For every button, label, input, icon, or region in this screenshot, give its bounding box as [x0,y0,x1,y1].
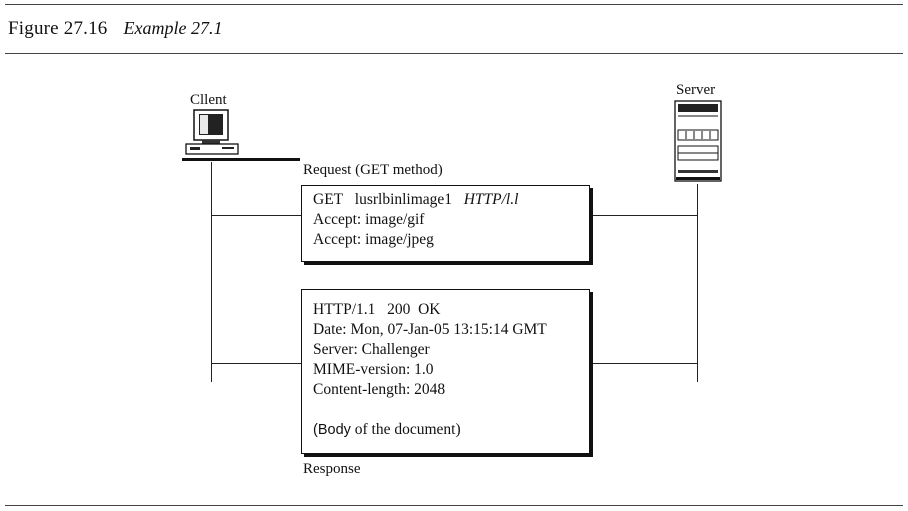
request-message-box: GET lusrlbinlimage1 HTTP/l.l Accept: ima… [301,185,590,262]
request-label: Request (GET method) [303,162,443,178]
request-line-client [211,215,301,216]
response-message-box: HTTP/1.1 200 OK Date: Mon, 07-Jan-05 13:… [301,289,590,454]
status-line: HTTP/1.1 200 OK [313,300,589,320]
response-body: (Body of the document) [313,420,589,440]
client-lifeline [211,162,212,382]
figure-caption: Example 27.1 [123,18,223,38]
server-rack-icon [674,100,722,182]
response-body-prefix: (Body [313,422,351,438]
response-header: MIME-version: 1.0 [313,361,434,378]
computer-icon [182,109,300,161]
status-version: HTTP/1.1 [313,301,376,318]
server-label: Server [676,82,716,98]
caption-rule [5,53,903,54]
request-line: GET lusrlbinlimage1 HTTP/l.l [313,190,589,210]
request-path: lusrlbinlimage1 [354,191,453,208]
top-rule [5,4,903,5]
bottom-rule [5,505,903,506]
response-line-server [592,363,697,364]
response-header: Content-length: 2048 [313,381,446,398]
response-body-suffix: of the document) [350,421,461,438]
response-label: Response [303,461,361,477]
server-lifeline [697,184,698,382]
status-code: 200 [387,301,411,318]
request-header: Accept: image/jpeg [313,231,434,248]
request-header: Accept: image/gif [313,211,425,228]
figure-title: Figure 27.16 Example 27.1 [8,18,223,40]
request-method: GET [313,191,344,208]
response-header: Date: Mon, 07-Jan-05 13:15:14 GMT [313,321,547,338]
figure-number: Figure 27.16 [8,18,108,39]
response-header: Server: Challenger [313,341,430,358]
request-line-server [592,215,697,216]
client-label: Cllent [190,92,227,108]
status-text: OK [418,301,441,318]
request-version: HTTP/l.l [463,191,519,208]
response-line-client [211,363,301,364]
